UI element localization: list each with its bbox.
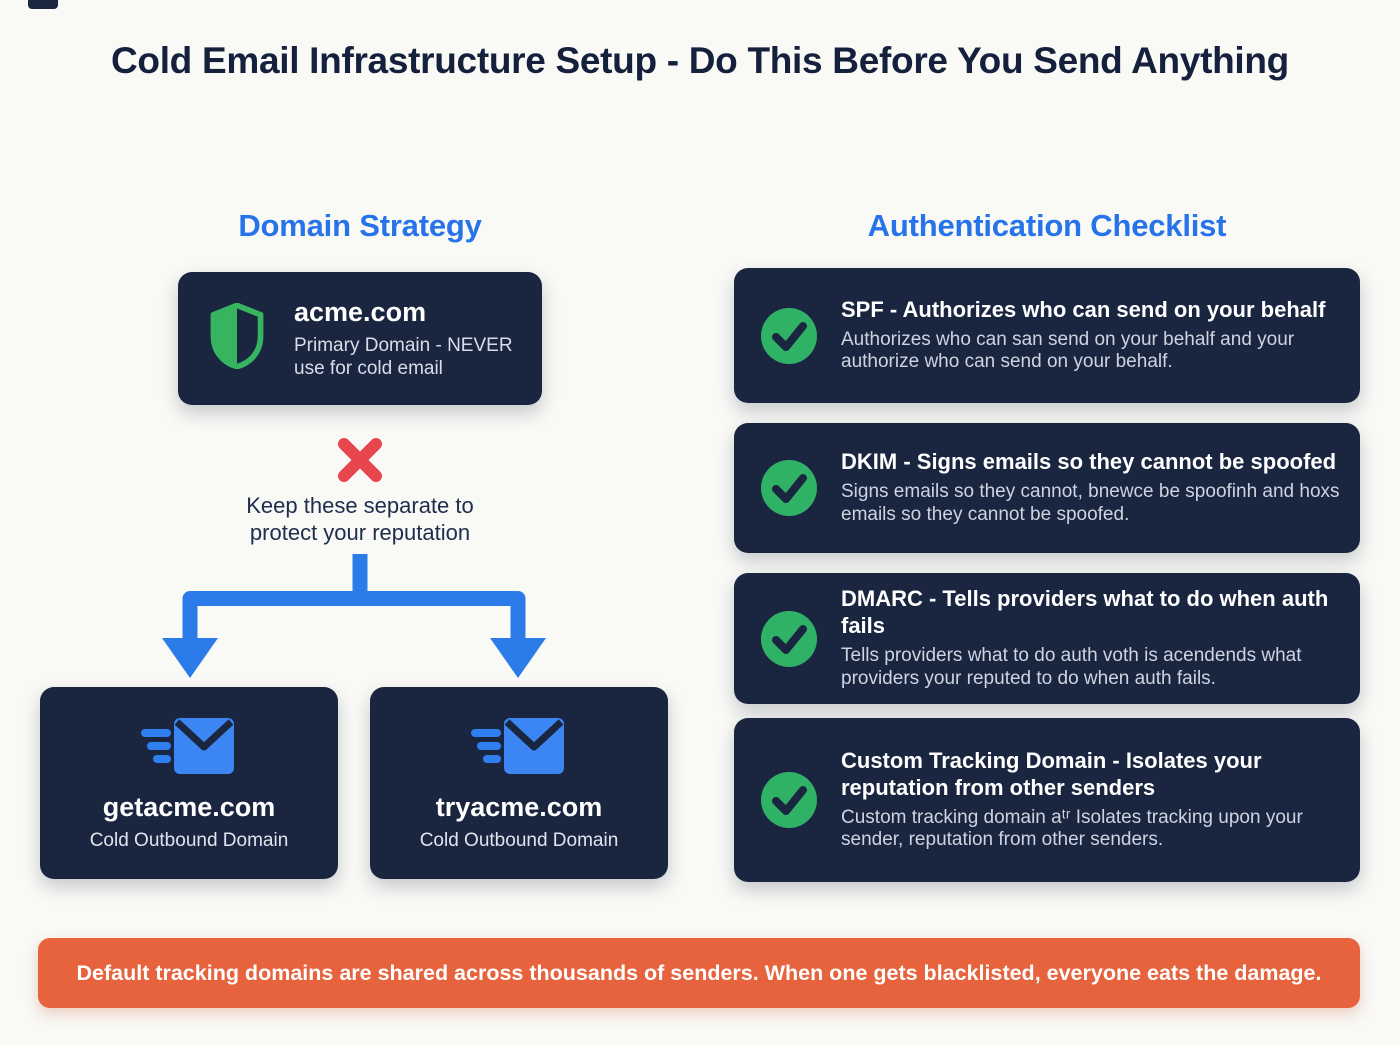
auth-item-body: Signs emails so they cannot, bnewce be s…	[841, 481, 1340, 525]
arrow-down-left	[162, 638, 218, 678]
separation-warning: Keep these separate to protect your repu…	[0, 492, 720, 547]
auth-item-title: Custom Tracking Domain - Isolates your r…	[841, 747, 1262, 800]
page-title: Cold Email Infrastructure Setup - Do Thi…	[110, 40, 1289, 81]
primary-domain-subtitle-line1: Primary Domain - NEVER	[294, 334, 513, 356]
check-icon	[760, 307, 818, 365]
domain-strategy-heading: Domain Strategy	[238, 208, 482, 243]
outbound-domain-name: getacme.com	[102, 791, 276, 822]
auth-item-body: Custom tracking domain aᵗʳ Isolates trac…	[841, 806, 1303, 851]
check-icon	[760, 771, 818, 829]
primary-domain-subtitle-line2: use for cold email	[294, 358, 443, 379]
arrow-down-right	[490, 638, 546, 678]
outbound-domain-name: tryacme.com	[435, 791, 603, 822]
x-icon	[334, 434, 386, 486]
primary-domain-card: acme.com Primary Domain - NEVER use for …	[178, 272, 542, 405]
auth-item-content: SPF - Authorizes who can send on your be…	[841, 297, 1360, 374]
auth-item-content: DKIM - Signs emails so they cannot be sp…	[841, 449, 1360, 526]
warning-banner: Default tracking domains are shared acro…	[38, 938, 1360, 1008]
auth-item-title: SPF - Authorizes who can send on your be…	[841, 296, 1326, 322]
auth-checklist-heading: Authentication Checklist	[867, 208, 1227, 243]
auth-item-title: DMARC - Tells providers what to do when …	[841, 586, 1329, 639]
primary-domain-name: acme.com	[294, 296, 427, 327]
warning-banner-text: Default tracking domains are shared acro…	[76, 960, 1322, 985]
auth-item-tracking-domain: Custom Tracking Domain - Isolates your r…	[734, 718, 1360, 882]
outbound-domain-card-tryacme: tryacme.com Cold Outbound Domain	[370, 687, 668, 879]
branch-arrow-connector	[162, 554, 546, 678]
separation-warning-line1: Keep these separate to	[246, 493, 474, 518]
auth-item-dkim: DKIM - Signs emails so they cannot be sp…	[734, 423, 1360, 553]
auth-item-title: DKIM - Signs emails so they cannot be sp…	[841, 449, 1337, 475]
outbound-domain-label: Cold Outbound Domain	[89, 829, 289, 851]
auth-item-body: Authorizes who can san send on your beha…	[841, 328, 1295, 373]
separation-warning-line2: protect your reputation	[249, 520, 471, 546]
outbound-domain-card-getacme: getacme.com Cold Outbound Domain	[40, 687, 338, 879]
outbound-domain-label: Cold Outbound Domain	[419, 829, 619, 851]
fast-mail-icon	[469, 715, 569, 782]
fast-mail-icon	[139, 715, 239, 782]
auth-item-content: Custom Tracking Domain - Isolates your r…	[841, 748, 1360, 852]
auth-item-body: Tells providers what to do auth voth is …	[841, 645, 1302, 689]
corner-artifact	[28, 0, 58, 9]
shield-icon	[208, 302, 266, 374]
check-icon	[760, 459, 818, 517]
auth-item-spf: SPF - Authorizes who can send on your be…	[734, 268, 1360, 403]
auth-item-dmarc: DMARC - Tells providers what to do when …	[734, 573, 1360, 704]
auth-item-content: DMARC - Tells providers what to do when …	[841, 586, 1360, 690]
check-icon	[760, 610, 818, 668]
primary-domain-text: acme.com Primary Domain - NEVER use for …	[294, 297, 513, 380]
